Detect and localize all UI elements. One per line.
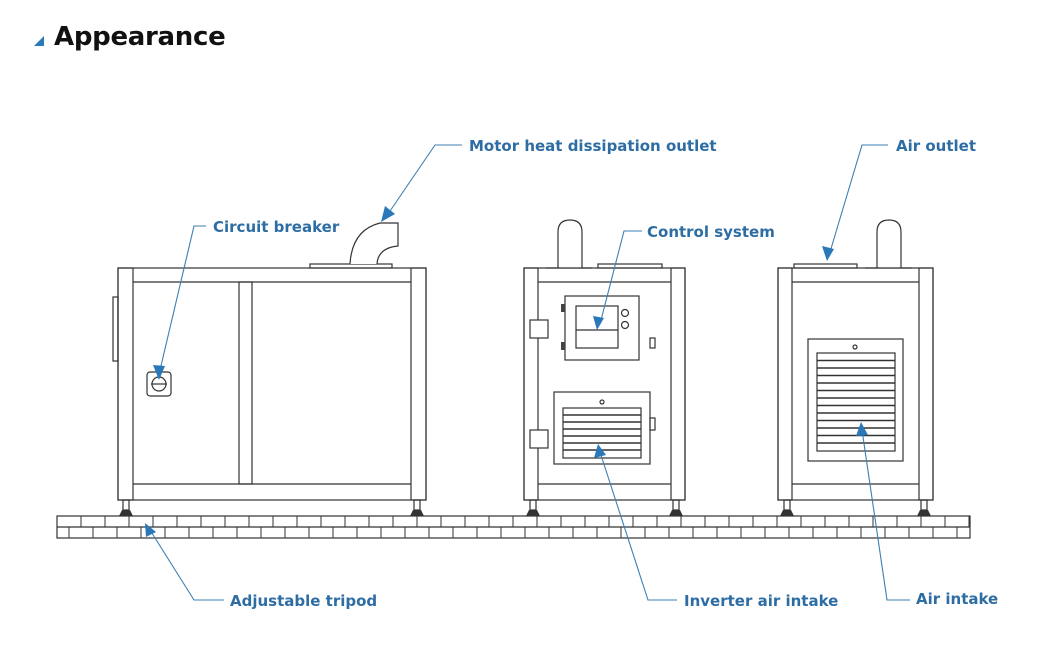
label-motor-heat: Motor heat dissipation outlet — [469, 137, 717, 155]
label-inverter-air-intake: Inverter air intake — [684, 592, 838, 610]
label-circuit-breaker: Circuit breaker — [213, 218, 340, 236]
unit-rear-view — [777, 219, 934, 516]
arrow-icon — [145, 523, 156, 537]
ground-base — [56, 515, 971, 539]
air-intake-grille — [807, 338, 904, 462]
section-heading: Appearance — [34, 22, 226, 52]
callout-motor-heat: Motor heat dissipation outlet — [381, 137, 717, 222]
control-panel — [561, 295, 640, 361]
callout-air-outlet: Air outlet — [822, 137, 976, 261]
callout-control-system: Control system — [593, 223, 775, 330]
label-control-system: Control system — [647, 223, 775, 241]
motor-outlet-duct — [349, 222, 399, 265]
callout-air-intake: Air intake — [856, 422, 998, 608]
arrow-icon — [856, 422, 868, 436]
arrow-icon — [153, 365, 165, 380]
adjustable-foot — [119, 499, 424, 516]
label-air-outlet: Air outlet — [896, 137, 976, 155]
arrow-icon — [594, 444, 606, 458]
callout-circuit-breaker: Circuit breaker — [153, 218, 340, 380]
unit-side-view — [112, 222, 427, 516]
arrow-icon — [381, 206, 395, 222]
arrow-icon — [822, 246, 834, 261]
arrow-icon — [593, 316, 604, 330]
label-air-intake: Air intake — [916, 590, 998, 608]
callout-inverter-air-intake: Inverter air intake — [594, 444, 838, 610]
section-title: Appearance — [54, 22, 226, 52]
label-adjustable-tripod: Adjustable tripod — [230, 592, 377, 610]
triangle-marker-icon — [34, 36, 44, 46]
unit-front-view — [523, 219, 686, 516]
callout-adjustable-tripod: Adjustable tripod — [145, 523, 377, 610]
